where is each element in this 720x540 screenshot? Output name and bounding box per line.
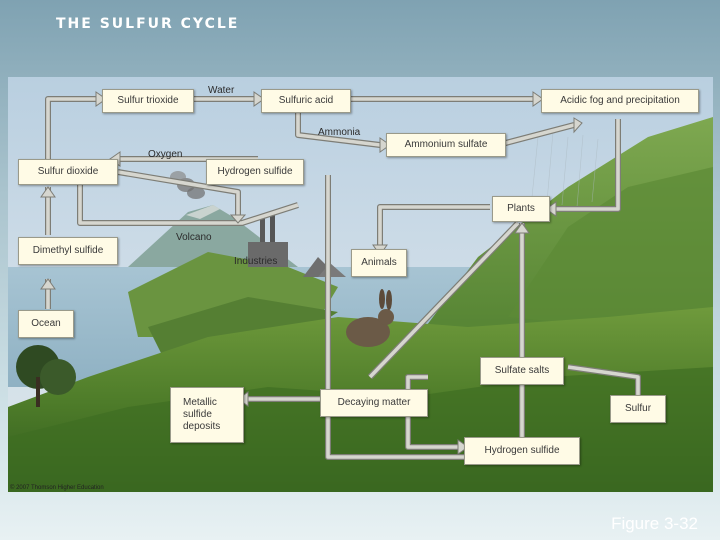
slide-title: THE SULFUR CYCLE — [56, 16, 240, 32]
rabbit — [346, 317, 390, 347]
node-sulfur-trioxide: Sulfur trioxide — [102, 89, 194, 113]
label-industries: Industries — [234, 256, 278, 267]
label-oxygen: Oxygen — [148, 149, 183, 160]
label-water: Water — [208, 85, 235, 96]
node-animals: Animals — [351, 249, 407, 277]
label-volcano: Volcano — [176, 232, 212, 243]
node-metallic-sulfide-deposits: Metallic sulfide deposits — [170, 387, 244, 443]
node-dimethyl-sulfide: Dimethyl sulfide — [18, 237, 118, 265]
node-hydrogen-sulfide-bottom: Hydrogen sulfide — [464, 437, 580, 465]
figure-label: Figure 3-32 — [611, 514, 698, 533]
node-sulfur-dioxide: Sulfur dioxide — [18, 159, 118, 185]
copyright-credit: © 2007 Thomson Higher Education — [10, 485, 104, 491]
metallic-line-1: Metallic — [183, 397, 217, 408]
metallic-line-3: deposits — [183, 421, 221, 432]
node-sulfur: Sulfur — [610, 395, 666, 423]
diagram-background — [8, 77, 713, 492]
node-plants: Plants — [492, 196, 550, 222]
metallic-line-2: sulfide — [183, 409, 212, 420]
node-hydrogen-sulfide-top: Hydrogen sulfide — [206, 159, 304, 185]
node-sulfuric-acid: Sulfuric acid — [261, 89, 351, 113]
label-ammonia: Ammonia — [318, 127, 361, 138]
node-decaying-matter: Decaying matter — [320, 389, 428, 417]
node-ammonium-sulfate: Ammonium sulfate — [386, 133, 506, 157]
sulfur-cycle-diagram: Sulfur trioxide Sulfuric acid Acidic fog… — [8, 77, 713, 492]
node-acidic-fog: Acidic fog and precipitation — [541, 89, 699, 113]
node-ocean: Ocean — [18, 310, 74, 338]
node-sulfate-salts: Sulfate salts — [480, 357, 564, 385]
